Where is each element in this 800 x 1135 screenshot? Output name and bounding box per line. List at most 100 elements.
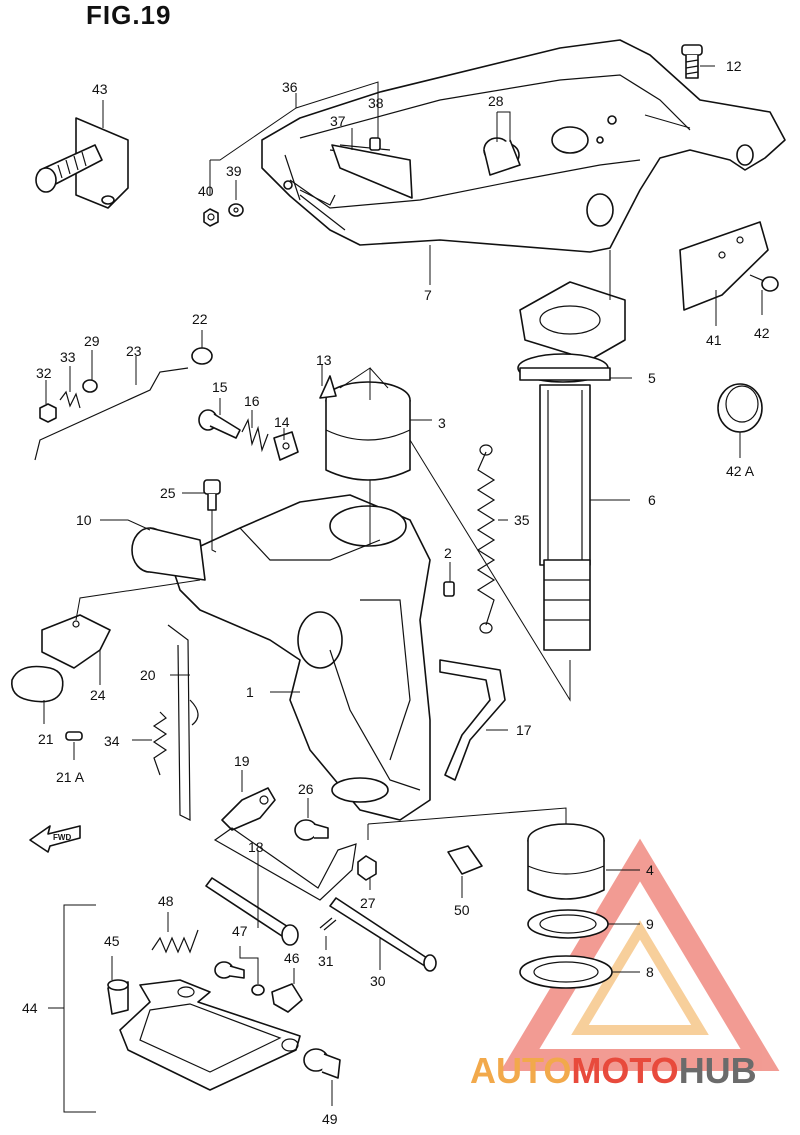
tilt-lever-44: [119, 979, 301, 1091]
bolt-15: [198, 409, 241, 439]
bracket-17: [439, 659, 506, 781]
washer-29: [82, 379, 98, 393]
cap-42a: [717, 383, 763, 433]
washer-9: [527, 909, 609, 939]
callout-21a: 21 A: [56, 769, 85, 785]
callout-17: 17: [516, 722, 532, 738]
rod-23: [34, 367, 189, 461]
callout-27: 27: [360, 895, 376, 911]
bolt-26: [294, 819, 329, 841]
callout-2: 2: [444, 545, 452, 561]
cap-45: [107, 979, 129, 1015]
callout-44: 44: [22, 1000, 38, 1016]
watermark-auto: AUTO: [470, 1050, 572, 1091]
bushing-4: [527, 823, 605, 900]
lever-18: [213, 827, 357, 901]
shaft-18: [205, 877, 299, 946]
callout-38: 38: [368, 95, 384, 111]
callout-25: 25: [160, 485, 176, 501]
callout-42a: 42 A: [726, 463, 755, 479]
callout-13: 13: [316, 352, 332, 368]
nut-32: [39, 403, 57, 423]
bolt-12: [681, 44, 703, 79]
fwd-label: FWD: [53, 833, 71, 842]
washer-39: [228, 203, 244, 217]
callout-18: 18: [248, 839, 264, 855]
washer-8: [519, 955, 613, 989]
bolt-49: [303, 1048, 341, 1079]
spring-35: [476, 444, 496, 634]
callout-21: 21: [38, 731, 54, 747]
callout-39: 39: [226, 163, 242, 179]
callout-45: 45: [104, 933, 120, 949]
callout-28: 28: [488, 93, 504, 109]
callout-35: 35: [514, 512, 530, 528]
callout-1: 1: [246, 684, 254, 700]
callout-14: 14: [274, 414, 290, 430]
spring-16: [241, 418, 269, 453]
callout-26: 26: [298, 781, 314, 797]
callout-29: 29: [84, 333, 100, 349]
bushing-3: [325, 381, 411, 481]
callout-labels: 7 12 36 38 37 28 43 40 39 41 42 42 A 5 6…: [22, 58, 770, 1127]
watermark-text: AUTOMOTOHUB: [470, 1050, 757, 1092]
callout-7: 7: [424, 287, 432, 303]
nut-27: [357, 855, 377, 881]
pin-21a: [65, 731, 83, 741]
spring-48: [151, 929, 199, 954]
callout-10: 10: [76, 512, 92, 528]
callout-30: 30: [370, 973, 386, 989]
leader-lines: [43, 65, 763, 1113]
bolt-25: [203, 479, 221, 511]
callout-24: 24: [90, 687, 106, 703]
washer-5: [519, 367, 611, 381]
lever-19: [221, 787, 276, 831]
bolt-47: [214, 961, 265, 996]
callout-19: 19: [234, 753, 250, 769]
pin-31: [319, 917, 337, 931]
bolt-38: [369, 137, 381, 151]
figure-title: FIG.19: [86, 0, 172, 30]
rod-30: [329, 897, 437, 972]
watermark-hub: HUB: [678, 1050, 757, 1091]
clip-20: [167, 624, 199, 821]
spring-bracket-43: [35, 117, 129, 209]
clip-46: [271, 983, 303, 1013]
callout-34: 34: [104, 733, 120, 749]
callout-50: 50: [454, 902, 470, 918]
plate-41: [679, 221, 769, 311]
watermark-moto: MOTO: [571, 1050, 679, 1091]
callout-43: 43: [92, 81, 108, 97]
callout-9: 9: [646, 916, 654, 932]
fwd-arrow-icon: FWD: [29, 825, 81, 853]
callout-48: 48: [158, 893, 174, 909]
callout-40: 40: [198, 183, 214, 199]
collar-22: [191, 347, 213, 365]
bolt-2: [443, 581, 455, 597]
clip-13: [319, 375, 337, 399]
callout-20: 20: [140, 667, 156, 683]
callout-31: 31: [318, 953, 334, 969]
callout-6: 6: [648, 492, 656, 508]
swivel-bracket-1: [169, 494, 431, 821]
pin-50: [447, 845, 483, 875]
screw-42: [749, 274, 779, 292]
bushing-10: [131, 527, 206, 581]
callout-12: 12: [726, 58, 742, 74]
callout-42: 42: [754, 325, 770, 341]
callout-49: 49: [322, 1111, 338, 1127]
callout-22: 22: [192, 311, 208, 327]
callout-16: 16: [244, 393, 260, 409]
plate-37: [331, 144, 413, 199]
callout-4: 4: [646, 862, 654, 878]
callout-15: 15: [212, 379, 228, 395]
callout-33: 33: [60, 349, 76, 365]
spring-34: [152, 711, 168, 776]
steering-tube-6: [517, 281, 626, 651]
callout-32: 32: [36, 365, 52, 381]
spring-33: [59, 390, 81, 409]
callout-8: 8: [646, 964, 654, 980]
callout-23: 23: [126, 343, 142, 359]
